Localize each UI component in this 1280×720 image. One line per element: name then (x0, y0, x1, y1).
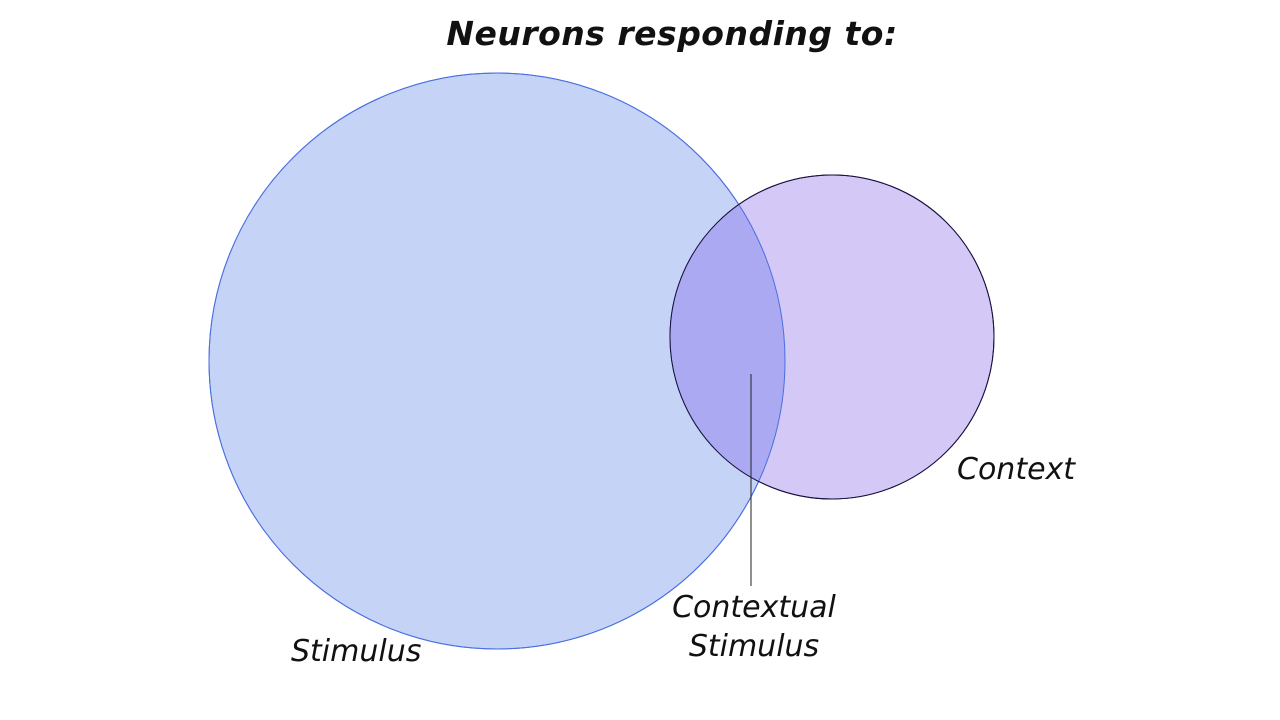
intersection-label: Contextual Stimulus (666, 588, 842, 666)
stimulus-label: Stimulus (291, 634, 422, 669)
intersection-label-line2: Stimulus (688, 629, 820, 664)
stimulus-outline (208, 72, 786, 650)
diagram-title: Neurons responding to: (446, 14, 898, 53)
intersection-label-line1: Contextual (672, 590, 836, 625)
context-outline (669, 174, 995, 500)
context-label: Context (957, 452, 1076, 487)
